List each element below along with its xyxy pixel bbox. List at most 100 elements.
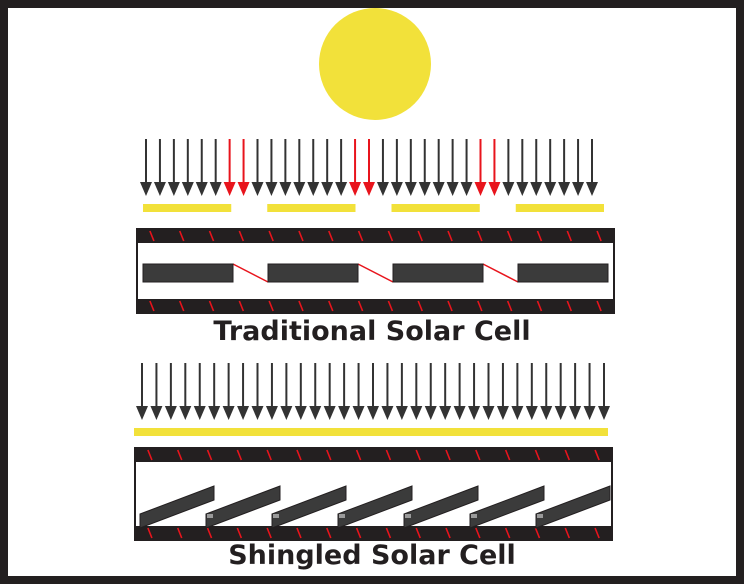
arrow-down-icon bbox=[338, 363, 351, 420]
band-mark bbox=[596, 230, 602, 242]
arrow-head bbox=[583, 406, 596, 420]
arrow-head bbox=[307, 182, 320, 196]
arrow-head bbox=[293, 182, 306, 196]
band-mark bbox=[176, 527, 183, 539]
band-mark bbox=[206, 449, 213, 461]
arrow-head bbox=[496, 406, 509, 420]
traditional-cell bbox=[517, 263, 609, 283]
arrow-head bbox=[511, 406, 524, 420]
arrow-head bbox=[569, 406, 582, 420]
band-mark bbox=[266, 449, 272, 461]
shingled-top-glass bbox=[135, 448, 612, 462]
band-mark bbox=[504, 449, 511, 461]
band-mark bbox=[178, 230, 185, 242]
absorber-segment bbox=[391, 204, 480, 212]
shingled-panel bbox=[134, 447, 613, 541]
band-mark bbox=[296, 449, 302, 461]
arrow-head bbox=[150, 406, 163, 420]
arrow-head bbox=[349, 182, 362, 196]
band-mark bbox=[147, 449, 153, 461]
arrow-down-icon bbox=[482, 363, 495, 420]
arrow-head bbox=[208, 406, 221, 420]
arrow-head bbox=[395, 406, 408, 420]
arrow-down-icon bbox=[265, 139, 278, 196]
arrow-down-icon bbox=[222, 363, 235, 420]
shingle-joint bbox=[405, 514, 411, 518]
arrow-head bbox=[237, 406, 250, 420]
band-mark bbox=[357, 230, 364, 242]
arrow-head bbox=[251, 406, 264, 420]
absorber-segment bbox=[515, 204, 604, 212]
arrow-head bbox=[309, 406, 322, 420]
band-mark bbox=[504, 527, 511, 539]
traditional-top-glass bbox=[137, 229, 614, 243]
band-mark bbox=[417, 300, 423, 312]
arrow-head bbox=[223, 182, 236, 196]
arrow-down-icon bbox=[583, 363, 596, 420]
arrow-down-icon bbox=[544, 139, 557, 196]
arrow-down-icon bbox=[586, 139, 598, 196]
arrow-head bbox=[140, 182, 152, 196]
arrow-head bbox=[335, 182, 348, 196]
arrow-head bbox=[352, 406, 365, 420]
arrow-head bbox=[432, 182, 445, 196]
reflected-light-arrow bbox=[488, 139, 501, 196]
shingled-cell bbox=[337, 485, 413, 529]
arrow-down-icon bbox=[237, 363, 250, 420]
arrow-head bbox=[525, 406, 538, 420]
arrow-down-icon bbox=[558, 139, 571, 196]
absorber-bar bbox=[134, 428, 608, 436]
arrow-head bbox=[222, 406, 235, 420]
band-mark bbox=[417, 230, 423, 242]
arrow-head bbox=[586, 182, 598, 196]
arrow-head bbox=[167, 182, 180, 196]
band-mark bbox=[534, 449, 541, 461]
arrow-head bbox=[323, 406, 336, 420]
arrow-head bbox=[460, 182, 473, 196]
arrow-down-icon bbox=[208, 363, 221, 420]
arrow-down-icon bbox=[390, 139, 403, 196]
arrow-down-icon bbox=[164, 363, 177, 420]
arrow-down-icon bbox=[307, 139, 320, 196]
traditional-cell bbox=[267, 263, 359, 283]
arrow-head bbox=[482, 406, 495, 420]
arrow-down-icon bbox=[181, 139, 194, 196]
band-mark bbox=[477, 230, 483, 242]
band-mark bbox=[328, 300, 334, 312]
absorber-segment bbox=[267, 204, 356, 212]
shingled-cell bbox=[271, 485, 347, 529]
shingle-joint bbox=[471, 514, 477, 518]
band-mark bbox=[149, 230, 155, 242]
arrow-head bbox=[209, 182, 222, 196]
shingle-joint bbox=[339, 514, 345, 518]
band-mark bbox=[326, 527, 332, 539]
reflected-light-arrow bbox=[363, 139, 375, 196]
shingled-bottom-glass bbox=[135, 526, 612, 540]
band-mark bbox=[475, 449, 481, 461]
arrow-down-icon bbox=[410, 363, 423, 420]
band-mark bbox=[268, 230, 274, 242]
arrow-down-icon bbox=[251, 363, 264, 420]
shingled-light-arrows bbox=[136, 363, 610, 420]
arrow-head bbox=[181, 182, 194, 196]
arrow-down-icon bbox=[530, 139, 543, 196]
band-mark bbox=[447, 230, 453, 242]
arrow-head bbox=[554, 406, 567, 420]
arrow-down-icon bbox=[496, 363, 509, 420]
cell-interconnect bbox=[482, 263, 519, 283]
band-mark bbox=[415, 527, 421, 539]
band-mark bbox=[506, 300, 513, 312]
arrow-down-icon bbox=[554, 363, 567, 420]
shingled-cell bbox=[139, 485, 215, 529]
arrow-head bbox=[544, 182, 557, 196]
band-mark bbox=[385, 449, 392, 461]
traditional-cell bbox=[142, 263, 234, 283]
arrow-down-icon bbox=[453, 363, 466, 420]
band-mark bbox=[506, 230, 513, 242]
arrow-head bbox=[418, 182, 431, 196]
band-mark bbox=[298, 230, 304, 242]
arrow-head bbox=[502, 182, 515, 196]
traditional-absorber bbox=[143, 204, 604, 212]
arrow-head bbox=[390, 182, 403, 196]
cell-interconnect bbox=[232, 263, 269, 283]
